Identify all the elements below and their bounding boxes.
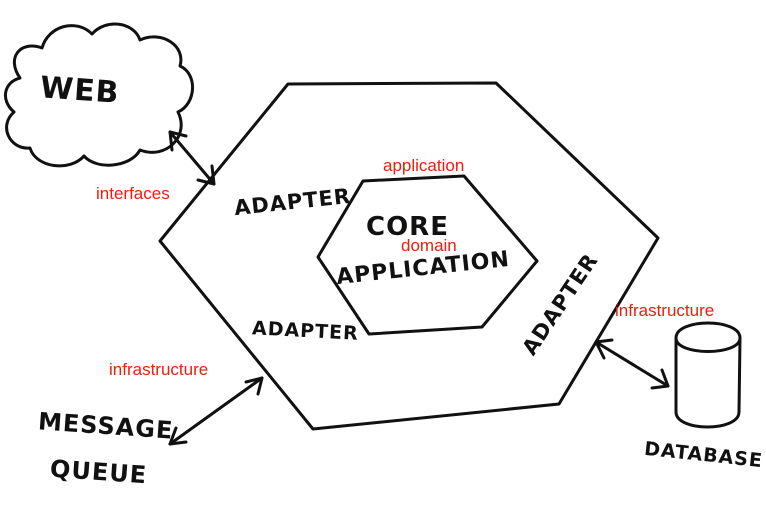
arrow-infrastructure-database [594, 338, 670, 390]
annotation-interfaces: interfaces [96, 184, 170, 203]
annotation-application: application [383, 156, 465, 175]
web-label: WEB [38, 70, 121, 111]
annotation-infrastructure-left: infrastructure [109, 360, 209, 379]
arrow-web-interfaces [168, 130, 216, 186]
annotation-domain: domain [401, 236, 457, 255]
inner-hexagon [316, 174, 539, 336]
arrow-infrastructure-queue [168, 376, 264, 446]
web-cloud [4, 22, 194, 168]
core-label-line1: CORE [366, 212, 449, 242]
database-cylinder [674, 321, 742, 429]
adapter-bottom-label: ADAPTER [251, 317, 360, 345]
annotation-infrastructure-right: infrastructure [615, 301, 715, 320]
outer-hexagon [158, 81, 660, 431]
message-queue-label-line2: QUEUE [49, 454, 149, 490]
